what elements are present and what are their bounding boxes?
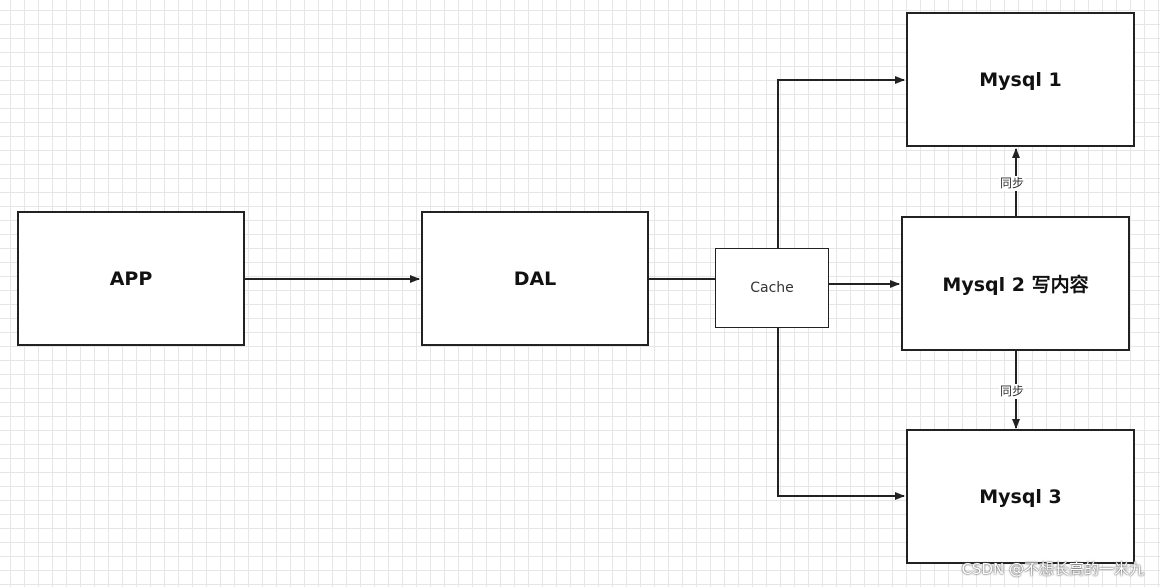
edge-cache-to-mysql3 — [777, 327, 905, 500]
watermark: CSDN @不想长高的一米九 — [961, 560, 1144, 578]
sync-label-up: 同步 — [999, 176, 1026, 191]
mysql2-node: Mysql 2 写内容 — [901, 216, 1130, 351]
mysql1-node: Mysql 1 — [906, 12, 1135, 147]
dal-node: DAL — [421, 211, 649, 346]
edge-cache-to-mysql1 — [777, 76, 905, 248]
sync-label-down: 同步 — [999, 384, 1026, 399]
mysql3-node: Mysql 3 — [906, 429, 1135, 564]
app-node: APP — [17, 211, 245, 346]
cache-node: Cache — [715, 248, 829, 328]
